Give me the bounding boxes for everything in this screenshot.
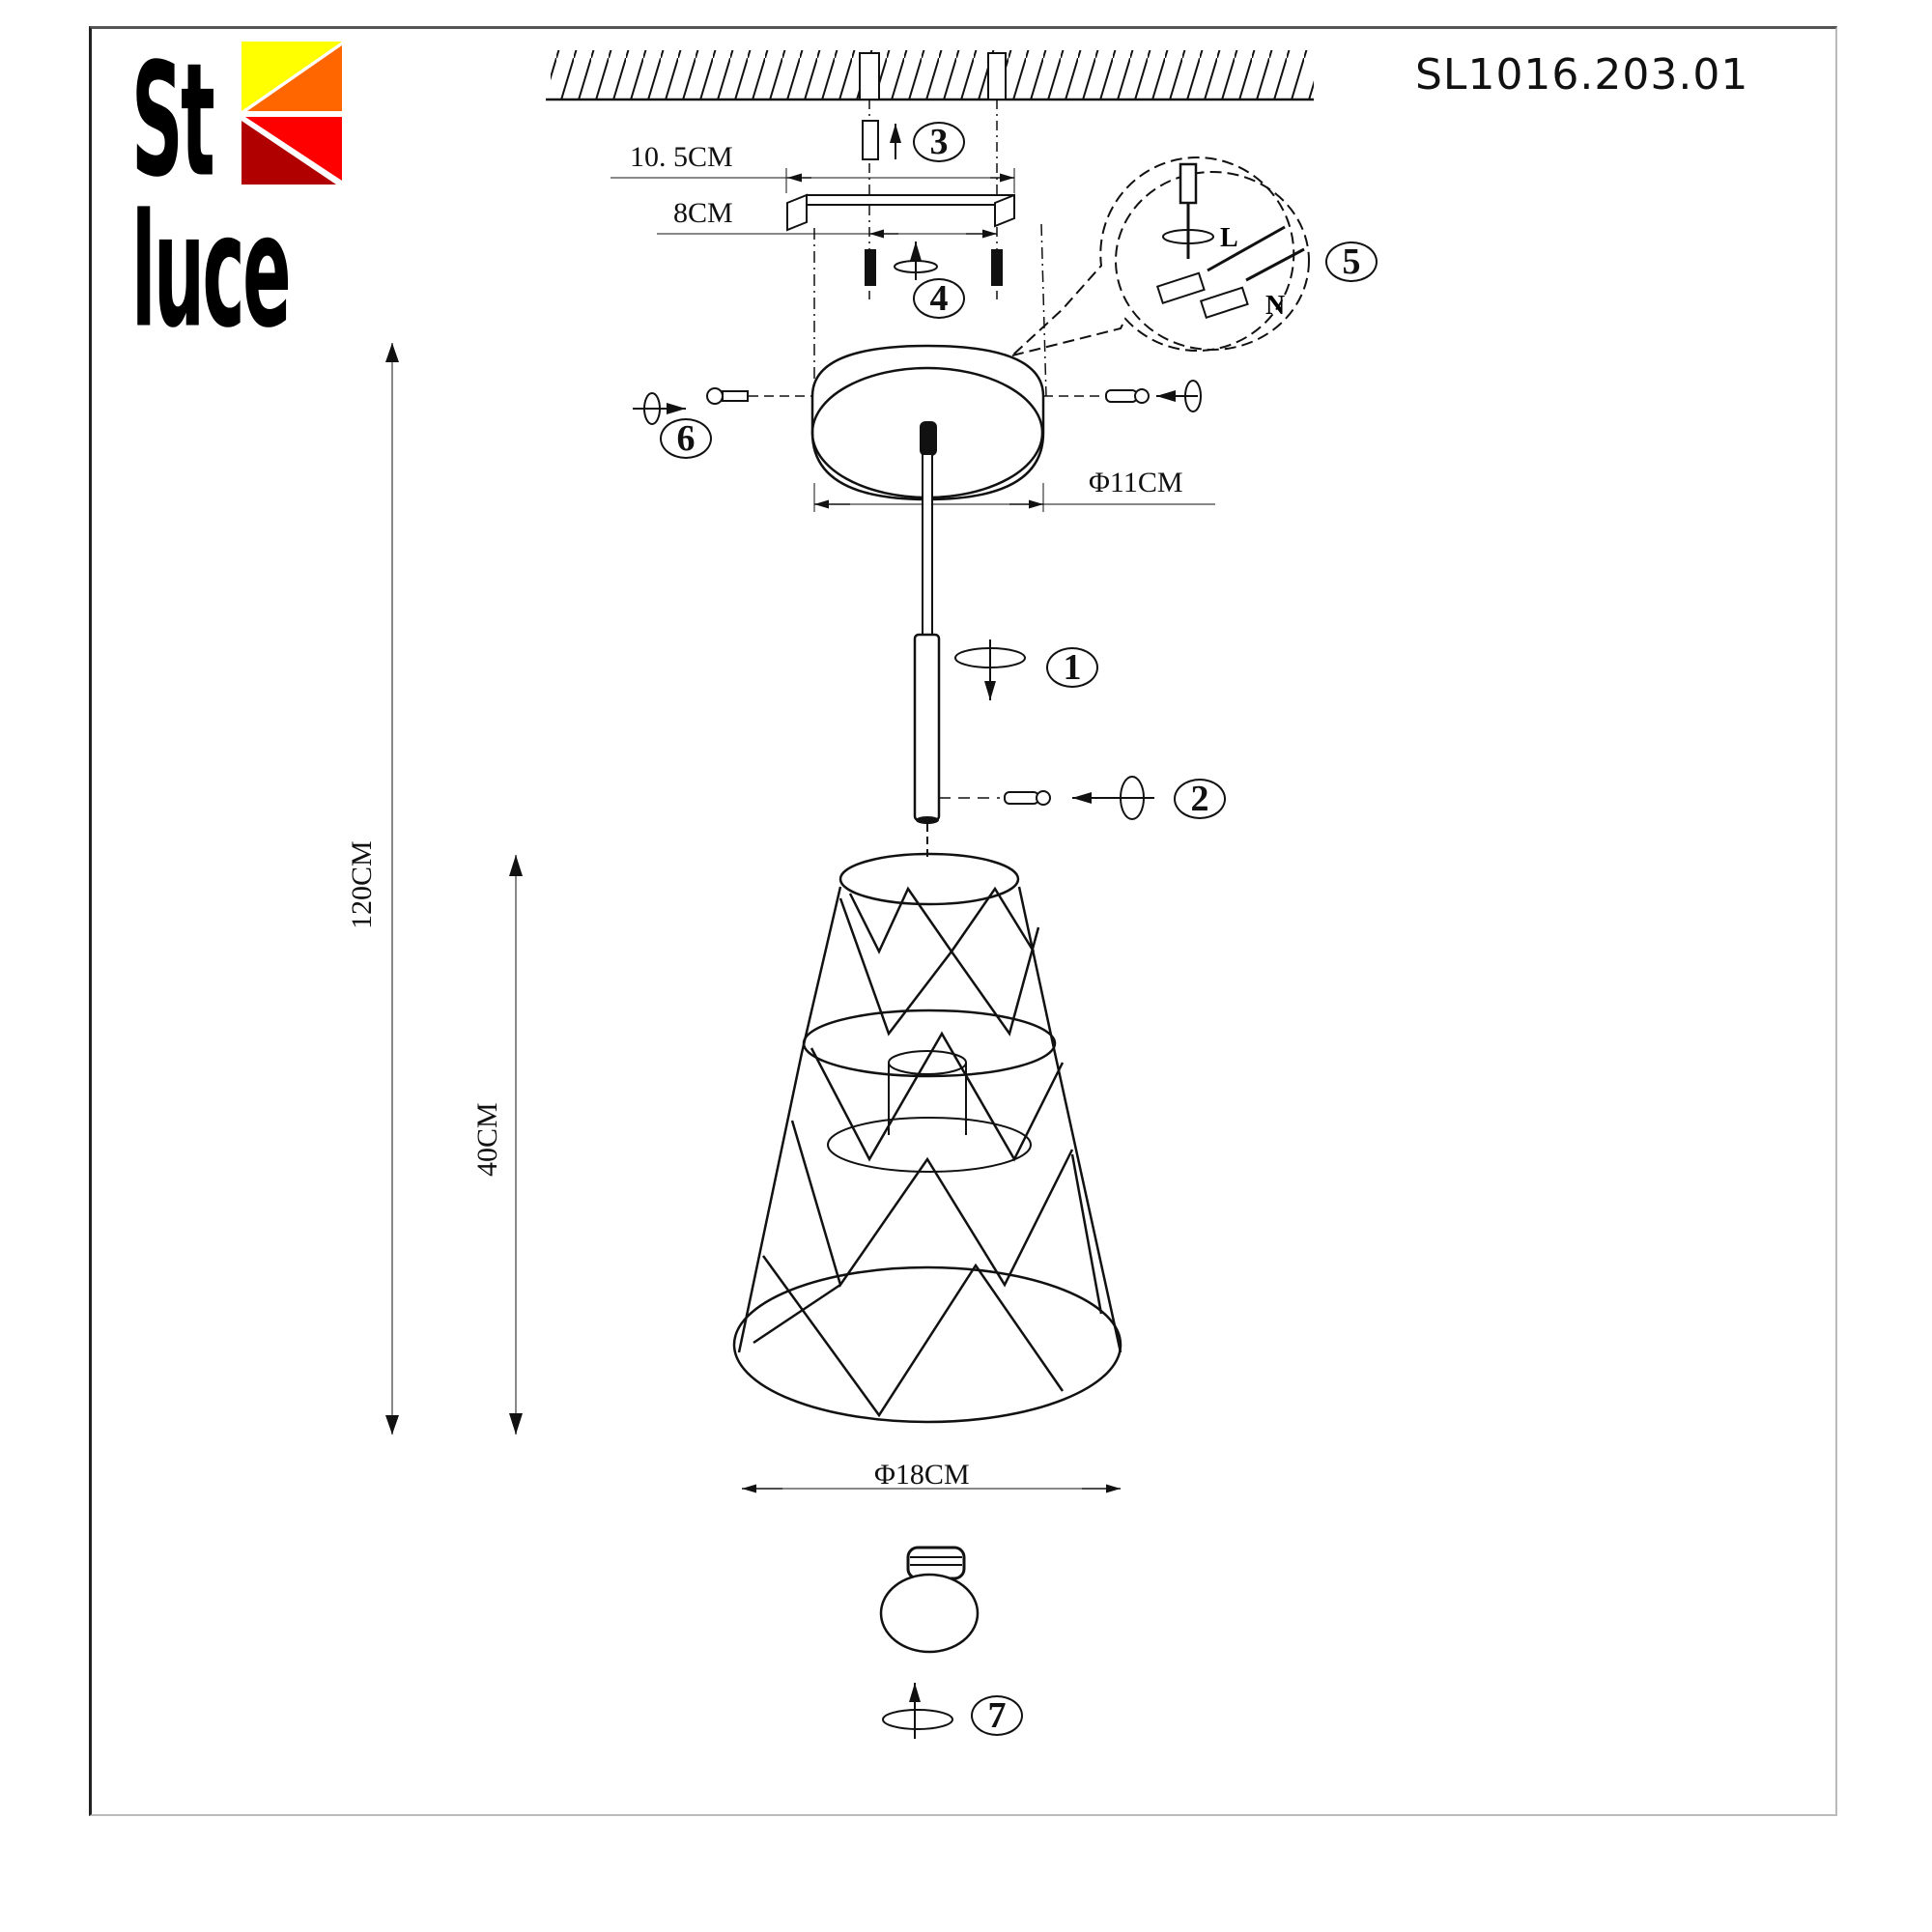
logo-text-st: St [131, 31, 215, 213]
canopy-screws-icon [633, 380, 1202, 425]
drawing-frame [89, 26, 1837, 1816]
wire-label-neutral: N [1265, 291, 1285, 321]
step-7-marker: 7 [971, 1695, 1023, 1736]
step-1-marker: 1 [1046, 647, 1098, 688]
shade-height-label: 40CM [471, 1102, 503, 1177]
wire-label-live: L [1220, 223, 1238, 253]
suspension-rod [913, 453, 941, 860]
set-screw-icon [939, 776, 1154, 820]
logo-text-luce: luce [131, 182, 292, 363]
shade-diameter-label: Φ18CM [874, 1459, 970, 1491]
bracket-length-label: 10. 5CM [630, 141, 733, 173]
model-number: SL1016.203.01 [1415, 50, 1749, 99]
logo-squares-icon [242, 42, 342, 185]
rotate-up-icon [882, 1683, 953, 1739]
ceiling-hatch [546, 50, 1314, 101]
hole-spacing-label: 8CM [673, 197, 733, 229]
canopy-diameter-label: Φ11CM [1089, 467, 1183, 498]
cage-lampshade [732, 852, 1122, 1424]
mounting-bracket [611, 168, 1015, 286]
step-3-marker: 3 [913, 122, 965, 162]
light-bulb-icon [879, 1546, 980, 1654]
step-2-marker: 2 [1174, 779, 1226, 819]
total-height-label: 120CM [346, 840, 378, 929]
step-6-marker: 6 [660, 418, 712, 459]
step-5-marker: 5 [1325, 242, 1378, 282]
rotate-down-icon [954, 639, 1026, 700]
ceiling-canopy [810, 344, 1215, 512]
wiring-detail-bubble [1011, 156, 1310, 356]
step-4-marker: 4 [913, 278, 965, 319]
